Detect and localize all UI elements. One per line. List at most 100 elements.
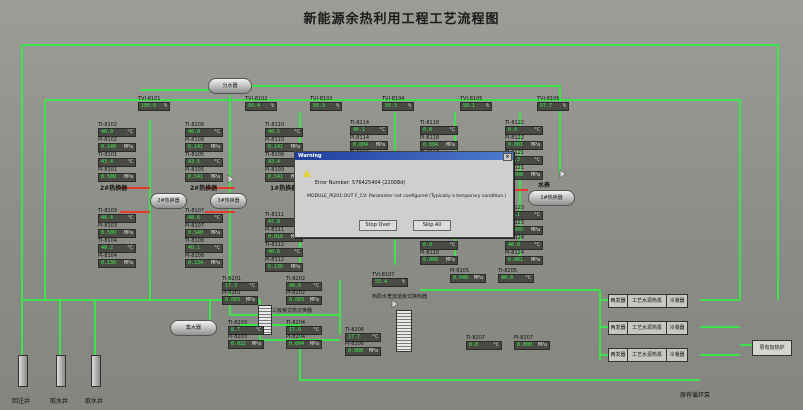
bottom-a-2-value-box: 8.7°C bbox=[228, 326, 264, 335]
center-0-tag: TVI-8107 bbox=[372, 272, 395, 278]
group-0-row-3-unit: MPa bbox=[123, 174, 133, 180]
group-1-row-2-value-box: 43.5 °C bbox=[185, 158, 223, 167]
group-6-row-3-unit: MPa bbox=[123, 260, 133, 266]
group-7-row-3-value: 0.134 bbox=[188, 260, 204, 266]
bottom-b-3-unit: MPa bbox=[309, 341, 319, 347]
group-1-row-1-tag: PI-8108 bbox=[185, 137, 205, 143]
group-10-row-0-unit: °C bbox=[533, 212, 540, 218]
collector-vessel: 集水器 bbox=[170, 320, 217, 336]
tvi-4-tag: TVI-8105 bbox=[460, 96, 483, 102]
unit-2-heat-pump: 工艺水源热泵 bbox=[627, 348, 667, 362]
tvi-2-value-box: 99.9% bbox=[310, 102, 342, 111]
group-6-row-1-value: 0.509 bbox=[101, 230, 117, 236]
center-3-value: 0.0 bbox=[469, 342, 479, 348]
bottom-b-0-unit: °C bbox=[312, 283, 319, 289]
group-1-row-2-value: 43.5 bbox=[188, 159, 201, 165]
group-0-row-2-value: 43.4 bbox=[101, 159, 114, 165]
group-6-row-0-tag: TI-8103 bbox=[98, 208, 118, 214]
bottom-c-0-tag: TI-8206 bbox=[345, 327, 365, 333]
group-10-row-0-value: 47.1 bbox=[508, 212, 521, 218]
well-1-icon bbox=[56, 355, 66, 387]
group-5-row-0-tag: TI-8122 bbox=[505, 120, 525, 126]
group-7-row-2-unit: °C bbox=[213, 245, 220, 251]
hx-vessel-2: 2#热换器 bbox=[150, 193, 187, 209]
warning-dialog[interactable]: Warning × Error Number: 576425404 (22008… bbox=[294, 151, 514, 238]
bottom-a-0-value-box: 17.3°C bbox=[222, 282, 258, 291]
group-8-row-3-value: 0.136 bbox=[268, 264, 284, 270]
group-2-row-2-tag: TI-8109 bbox=[265, 152, 285, 158]
group-9-row-3-value: 0.008 bbox=[423, 257, 439, 263]
tvi-3-value-box: 99.5% bbox=[382, 102, 414, 111]
skip-all-button[interactable]: Skip All bbox=[413, 220, 451, 231]
stop-over-button[interactable]: Stop Over bbox=[359, 220, 397, 231]
group-6-row-3-tag: PI-8104 bbox=[98, 253, 118, 259]
group-7-row-0-unit: °C bbox=[213, 215, 220, 221]
group-1-row-3-unit: MPa bbox=[210, 174, 220, 180]
dialog-error-number: Error Number: 576425404 (22008d) bbox=[315, 180, 406, 186]
group-4-row-0-value: 0.0 bbox=[423, 127, 433, 133]
group-4-row-1-unit: MPa bbox=[445, 142, 455, 148]
group-10-row-2-value-box: 40.0°C bbox=[505, 241, 543, 250]
hx-vessel-1: 1#热换器 bbox=[528, 190, 575, 206]
tvi-1-unit: % bbox=[270, 103, 274, 109]
pipe-wells bbox=[21, 300, 96, 355]
group-9-row-2-value-box: 0.0 °C bbox=[420, 241, 458, 250]
group-9-row-2-unit: °C bbox=[448, 242, 455, 248]
group-0-row-1-value: 0.140 bbox=[101, 144, 117, 150]
group-0-row-3-value: 0.509 bbox=[101, 174, 117, 180]
group-9-row-3-tag: PI-8120 bbox=[420, 250, 440, 256]
tvi-1-value-box: 99.4% bbox=[245, 102, 277, 111]
center-0-value-box: 55.4% bbox=[372, 278, 408, 287]
pipe-hot-a bbox=[120, 187, 150, 213]
tvi-2-value: 99.9 bbox=[313, 103, 326, 109]
group-0-row-0-value: 40.0 bbox=[101, 129, 114, 135]
group-3-row-1-unit: MPa bbox=[375, 142, 385, 148]
group-1-row-1-value: 0.141 bbox=[188, 144, 204, 150]
tvi-5-value-box: 97.7% bbox=[537, 102, 569, 111]
bottom-a-0-value: 17.3 bbox=[225, 283, 238, 289]
group-7-row-0-value-box: 48.6°C bbox=[185, 214, 223, 223]
group-8-row-0-tag: TI-8111 bbox=[265, 212, 285, 218]
dialog-titlebar[interactable]: Warning × bbox=[295, 152, 513, 161]
group-1-row-2-unit: °C bbox=[213, 159, 220, 165]
close-icon[interactable]: × bbox=[503, 153, 512, 161]
group-10-row-3-value: 0.001 bbox=[508, 257, 524, 263]
distributor-vessel: 分水器 bbox=[208, 78, 252, 94]
tvi-2-tag: TVI-8103 bbox=[310, 96, 333, 102]
group-6-row-0-value: 48.4 bbox=[101, 215, 114, 221]
group-6-row-0-value-box: 48.4°C bbox=[98, 214, 136, 223]
tvi-0-value: 100.0 bbox=[141, 103, 157, 109]
bottom-a-2-unit: °C bbox=[254, 327, 261, 333]
group-6-row-1-unit: MPa bbox=[123, 230, 133, 236]
group-9-row-2-tag: TI-8120 bbox=[420, 235, 440, 241]
hx-vessel-3: 3#热换器 bbox=[210, 193, 247, 209]
group-2-row-3-tag: PI-8109 bbox=[265, 167, 285, 173]
bottom-a-3-value: 0.022 bbox=[231, 341, 247, 347]
unit-2-condenser: 冷凝器 bbox=[666, 348, 688, 362]
tvi-4-value: 99.1 bbox=[463, 103, 476, 109]
group-8-row-0-value: 47.8 bbox=[268, 219, 281, 225]
boiler-box: 原有加热炉 bbox=[752, 340, 792, 356]
group-8-row-3-tag: PI-8112 bbox=[265, 257, 285, 263]
group-4-row-0-unit: °C bbox=[448, 127, 455, 133]
group-9-row-2-value: 0.0 bbox=[423, 242, 433, 248]
bottom-c-0-unit: °C bbox=[371, 334, 378, 340]
group-8-row-2-value: 40.6 bbox=[268, 249, 281, 255]
center-2-unit: °C bbox=[524, 275, 531, 281]
group-2-row-0-unit: °C bbox=[293, 129, 300, 135]
group-2-row-3-value: 0.541 bbox=[268, 174, 284, 180]
tvi-0-unit: % bbox=[163, 103, 167, 109]
hx-label-1: 1#热换器 bbox=[270, 185, 298, 192]
page-title: 新能源余热利用工程工艺流程图 bbox=[303, 12, 500, 27]
group-5-row-0-value-box: 0.0°C bbox=[505, 126, 543, 135]
group-7-row-1-value: 0.540 bbox=[188, 230, 204, 236]
center-4-value: 0.000 bbox=[517, 342, 533, 348]
center-1-tag: PI-8205 bbox=[450, 268, 470, 274]
group-8-row-2-unit: °C bbox=[293, 249, 300, 255]
group-3-row-0-tag: TI-8114 bbox=[350, 120, 370, 126]
